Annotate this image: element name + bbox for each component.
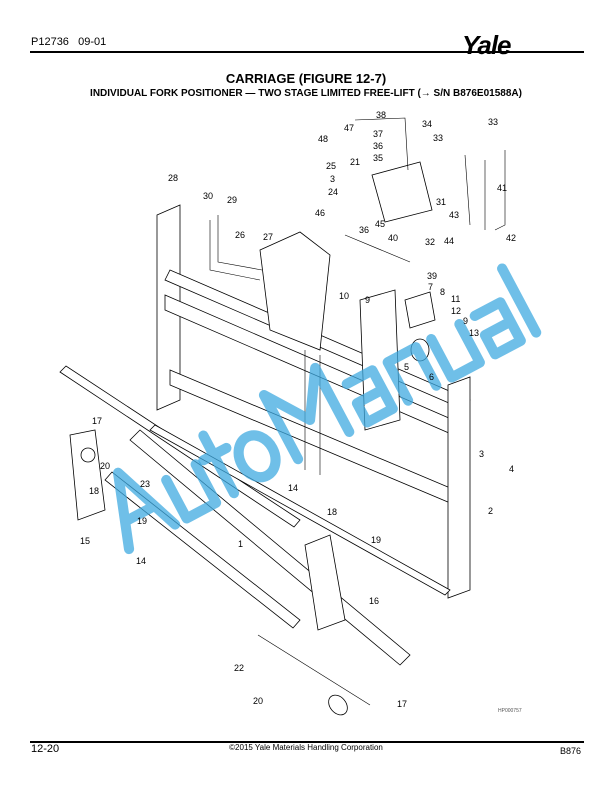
callout: 16 [369, 596, 379, 606]
page-title: CARRIAGE (FIGURE 12-7) [225, 71, 387, 86]
callout: 43 [449, 210, 459, 220]
callout: 34 [422, 119, 432, 129]
callout: 18 [89, 486, 99, 496]
callout: 6 [429, 372, 434, 382]
callout: 32 [425, 237, 435, 247]
callout: 21 [350, 157, 360, 167]
header-rule [30, 51, 584, 53]
automanual-watermark [112, 263, 542, 555]
callout: 20 [100, 461, 110, 471]
callout: 27 [263, 232, 273, 242]
page-number: 12-20 [31, 743, 60, 755]
callout: 26 [235, 230, 245, 240]
callout: 14 [288, 483, 298, 493]
copyright: ©2015 Yale Materials Handling Corporatio… [229, 743, 383, 752]
callout: 7 [428, 282, 433, 292]
callout: 42 [506, 233, 516, 243]
callout: 15 [80, 536, 90, 546]
callout: 22 [234, 663, 244, 673]
callout: 19 [371, 535, 381, 545]
callout: 9 [365, 295, 370, 305]
callout: 39 [427, 271, 437, 281]
callout-labels: 38 47 48 37 34 36 33 33 35 21 25 3 24 31… [80, 110, 516, 709]
document-number: P12736 09-01 [31, 36, 107, 48]
callout: 14 [136, 556, 146, 566]
callout: 10 [339, 291, 349, 301]
yale-logo: Yale [462, 30, 512, 60]
callout: 24 [328, 187, 338, 197]
callout: 9 [463, 316, 468, 326]
callout: 2 [488, 506, 493, 516]
callout: 11 [451, 294, 460, 304]
callout: 17 [92, 416, 102, 426]
fork-positioner-right [304, 534, 346, 631]
callout: 45 [375, 219, 385, 229]
callout: 3 [330, 174, 335, 184]
callout: 38 [376, 110, 386, 120]
fork-positioner-left [69, 429, 106, 521]
callout: 29 [227, 195, 237, 205]
callout: 23 [140, 479, 150, 489]
callout: 33 [488, 117, 498, 127]
callout: 36 [373, 141, 383, 151]
callout: 3 [479, 449, 484, 459]
callout: 31 [436, 197, 446, 207]
callout: 17 [397, 699, 407, 709]
callout: 35 [373, 153, 383, 163]
callout: 30 [203, 191, 213, 201]
callout: 19 [137, 516, 147, 526]
callout: 47 [344, 123, 354, 133]
callout: 20 [253, 696, 263, 706]
figure-id: HP000757 [498, 708, 522, 714]
page-subtitle: INDIVIDUAL FORK POSITIONER — TWO STAGE L… [90, 88, 522, 99]
callout: 18 [327, 507, 337, 517]
callout: 41 [497, 183, 507, 193]
callout: 40 [388, 233, 398, 243]
callout: 48 [318, 134, 328, 144]
model-code: B876 [560, 746, 582, 756]
callout: 28 [168, 173, 178, 183]
callout: 36 [359, 225, 369, 235]
footer-rule [30, 741, 584, 743]
callout: 44 [444, 236, 454, 246]
callout: 5 [404, 362, 409, 372]
callout: 12 [451, 306, 461, 316]
callout: 46 [315, 208, 325, 218]
callout: 1 [238, 539, 243, 549]
callout: 8 [440, 287, 445, 297]
callout: 37 [373, 129, 383, 139]
callout: 4 [509, 464, 514, 474]
callout: 13 [469, 328, 479, 338]
callout: 25 [326, 161, 336, 171]
callout: 33 [433, 133, 443, 143]
